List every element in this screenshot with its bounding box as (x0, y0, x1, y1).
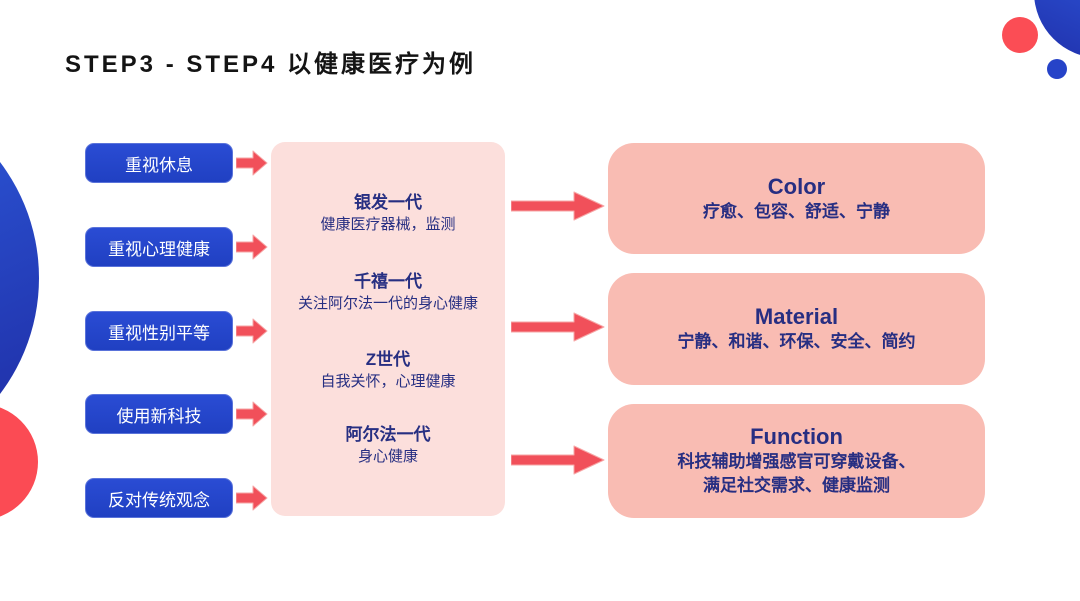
result-box-function: Function 科技辅助增强感官可穿戴设备、 满足社交需求、健康监测 (608, 404, 985, 518)
result-box-heading: Material (754, 304, 839, 329)
generation-silver: 银发一代 健康医疗器械，监测 (271, 192, 505, 235)
tag-gender-equality: 重视性别平等 (85, 311, 233, 351)
generation-body: 健康医疗器械，监测 (320, 216, 456, 233)
generation-body: 自我关怀，心理健康 (320, 373, 456, 390)
arrow-right-icon (236, 150, 268, 176)
generation-heading: 阿尔法一代 (345, 425, 431, 444)
arrow-right-icon (236, 234, 268, 260)
arrow-right-icon (511, 191, 605, 221)
result-box-body: 疗愈、包容、舒适、宁静 (703, 201, 890, 221)
generation-body: 身心健康 (357, 448, 418, 465)
generation-millennial: 千禧一代 关注阿尔法一代的身心健康 (271, 271, 505, 314)
result-box-heading: Color (767, 173, 826, 199)
generation-heading: 千禧一代 (354, 272, 422, 291)
generation-gen-z: Z世代 自我关怀，心理健康 (271, 349, 505, 392)
deco-red-circle-top-right (1002, 17, 1038, 53)
deco-red-circle-bottom-left (0, 404, 38, 520)
arrow-right-icon (236, 318, 268, 344)
result-box-body: 科技辅助增强感官可穿戴设备、 满足社交需求、健康监测 (677, 452, 916, 495)
tag-rest: 重视休息 (85, 143, 233, 183)
arrow-right-icon (511, 445, 605, 475)
tag-mental-health: 重视心理健康 (85, 227, 233, 267)
deco-blue-circle-top-right (1034, 0, 1080, 58)
tag-anti-tradition: 反对传统观念 (85, 478, 233, 518)
result-box-color: Color 疗愈、包容、舒适、宁静 (608, 143, 985, 254)
result-box-body: 宁静、和谐、环保、安全、简约 (677, 332, 916, 351)
arrow-right-icon (236, 401, 268, 427)
result-box-material: Material 宁静、和谐、环保、安全、简约 (608, 273, 985, 385)
arrow-right-icon (236, 485, 268, 511)
generation-heading: 银发一代 (354, 193, 422, 212)
arrow-right-icon (511, 312, 605, 342)
generation-alpha: 阿尔法一代 身心健康 (271, 424, 505, 467)
page-title: STEP3 - STEP4 以健康医疗为例 (65, 51, 477, 78)
generations-panel: 银发一代 健康医疗器械，监测 千禧一代 关注阿尔法一代的身心健康 Z世代 自我关… (271, 142, 505, 516)
generation-heading: Z世代 (365, 350, 411, 369)
tag-new-tech: 使用新科技 (85, 394, 233, 434)
deco-blue-dot-top-right (1047, 59, 1067, 79)
result-box-heading: Function (750, 424, 843, 449)
generation-body: 关注阿尔法一代的身心健康 (297, 295, 478, 312)
